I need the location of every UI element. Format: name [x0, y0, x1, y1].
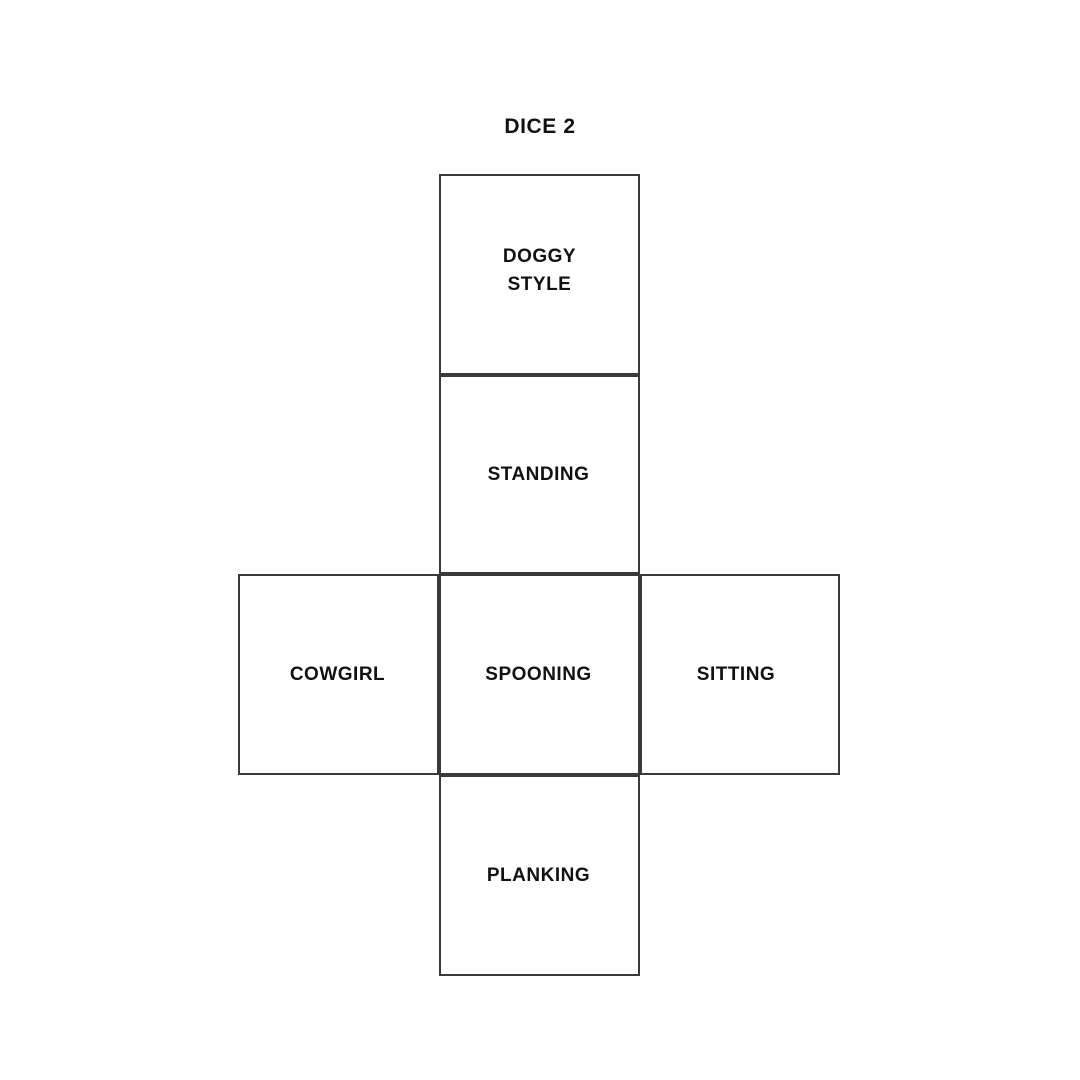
page-title: DICE 2 — [504, 115, 576, 138]
dice-face-label: PLANKING — [486, 864, 591, 886]
dice-face-doggy-style[interactable]: DOGGY STYLE — [439, 174, 640, 375]
dice-face-label: STANDING — [487, 463, 590, 485]
dice-face-spooning[interactable]: SPOONING — [439, 574, 640, 775]
dice-face-cowgirl[interactable]: COWGIRL — [238, 574, 439, 775]
dice-face-label: SITTING — [696, 663, 776, 685]
dice-face-standing[interactable]: STANDING — [439, 375, 640, 574]
dice-face-label: SPOONING — [485, 663, 592, 685]
dice-net-diagram: DOGGY STYLE STANDING COWGIRL SPOONING SI… — [238, 174, 840, 976]
dice-face-label: COWGIRL — [289, 663, 386, 685]
dice-face-label: DOGGY STYLE — [502, 245, 577, 295]
dice-face-sitting[interactable]: SITTING — [640, 574, 840, 775]
dice-face-planking[interactable]: PLANKING — [439, 775, 640, 976]
